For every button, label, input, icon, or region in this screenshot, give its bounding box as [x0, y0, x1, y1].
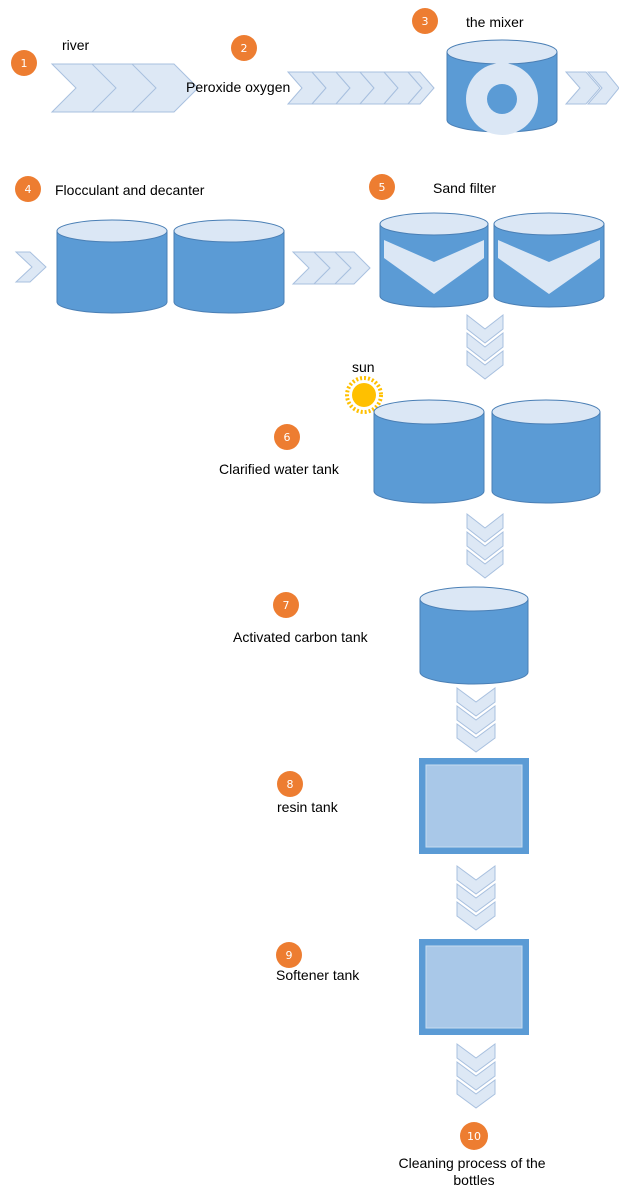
chevron-arrow-icon [466, 349, 504, 380]
step-10-badge: 10 [460, 1122, 488, 1150]
chevron-arrow-icon [406, 71, 435, 105]
step-4-label: Flocculant and decanter [55, 182, 205, 198]
flocculant-tank-1 [56, 219, 168, 314]
step-9-badge: 9 [276, 942, 302, 968]
clarified-tank-1 [373, 399, 485, 504]
step-3-number: 3 [422, 15, 429, 28]
chevron-arrow-icon [456, 1061, 496, 1091]
step-7-number: 7 [283, 599, 290, 612]
chevron-arrow-icon [466, 530, 504, 561]
activated-carbon-tank [419, 586, 529, 685]
down-chevrons-4 [456, 865, 496, 931]
sand-filter-2 [493, 212, 605, 308]
chevron-arrow-icon [466, 512, 504, 543]
step-10-label-line-2: bottles [453, 1172, 494, 1188]
chevron-arrow-icon [466, 331, 504, 362]
step-5-badge: 5 [369, 174, 395, 200]
step-5-number: 5 [379, 181, 386, 194]
step-4-badge: 4 [15, 176, 41, 202]
chevron-arrow-icon [456, 865, 496, 895]
chevron-arrow-icon [466, 548, 504, 579]
down-chevrons-1 [466, 313, 504, 380]
decanter-out-chevrons [291, 251, 371, 285]
step-8-label: resin tank [277, 799, 339, 815]
mixer-out-chevrons [564, 71, 619, 105]
step-2-label: Peroxide oxygen [186, 79, 290, 95]
chevron-arrow-icon [586, 71, 619, 105]
step-1-number: 1 [21, 57, 28, 70]
step-10-label-line-1: Cleaning process of the [399, 1155, 546, 1171]
down-chevrons-5 [456, 1043, 496, 1109]
chevron-arrow-icon [456, 705, 496, 735]
chevron-arrow-icon [456, 723, 496, 753]
decanter-tank-2 [173, 219, 285, 314]
step-10-label: Cleaning process of the bottles [399, 1155, 550, 1188]
step-4-number: 4 [25, 183, 32, 196]
step-7-label: Activated carbon tank [233, 629, 369, 645]
river-chevrons [50, 63, 199, 113]
step-3-badge: 3 [412, 8, 438, 34]
step-1-badge: 1 [11, 50, 37, 76]
step-8-badge: 8 [277, 771, 303, 797]
chevron-arrow-icon [456, 883, 496, 913]
chevron-arrow-icon [333, 251, 371, 285]
chevron-arrow-icon [456, 1079, 496, 1109]
step-3-label: the mixer [466, 14, 524, 30]
step-1-label: river [62, 37, 90, 53]
sun-label: sun [352, 359, 375, 375]
step-5-label: Sand filter [433, 180, 496, 196]
step-6-badge: 6 [274, 424, 300, 450]
step-10-number: 10 [467, 1130, 481, 1143]
down-chevrons-2 [466, 512, 504, 579]
chevron-arrow-icon [130, 63, 199, 113]
chevron-arrow-icon [456, 687, 496, 717]
chevron-arrow-icon [456, 901, 496, 931]
step-6-label: Clarified water tank [219, 461, 340, 477]
step-2-number: 2 [241, 42, 248, 55]
clarified-tank-2 [491, 399, 601, 504]
square-tank-icon [419, 939, 529, 1035]
step-6-number: 6 [284, 431, 291, 444]
step-8-number: 8 [287, 778, 294, 791]
step-9-number: 9 [286, 949, 293, 962]
chevron-arrow-icon [456, 1043, 496, 1073]
peroxide-chevrons [286, 71, 435, 105]
chevron-arrow-icon [466, 313, 504, 344]
sand-filter-1 [379, 212, 489, 308]
square-tank-icon [419, 758, 529, 854]
step-7-badge: 7 [273, 592, 299, 618]
mixer-icon [446, 39, 558, 135]
down-chevrons-3 [456, 687, 496, 753]
chevron-arrow-icon [14, 251, 47, 283]
step-2-badge: 2 [231, 35, 257, 61]
step-9-label: Softener tank [276, 967, 360, 983]
chevron-arrow-icon [564, 71, 601, 105]
sun-icon [345, 376, 383, 414]
